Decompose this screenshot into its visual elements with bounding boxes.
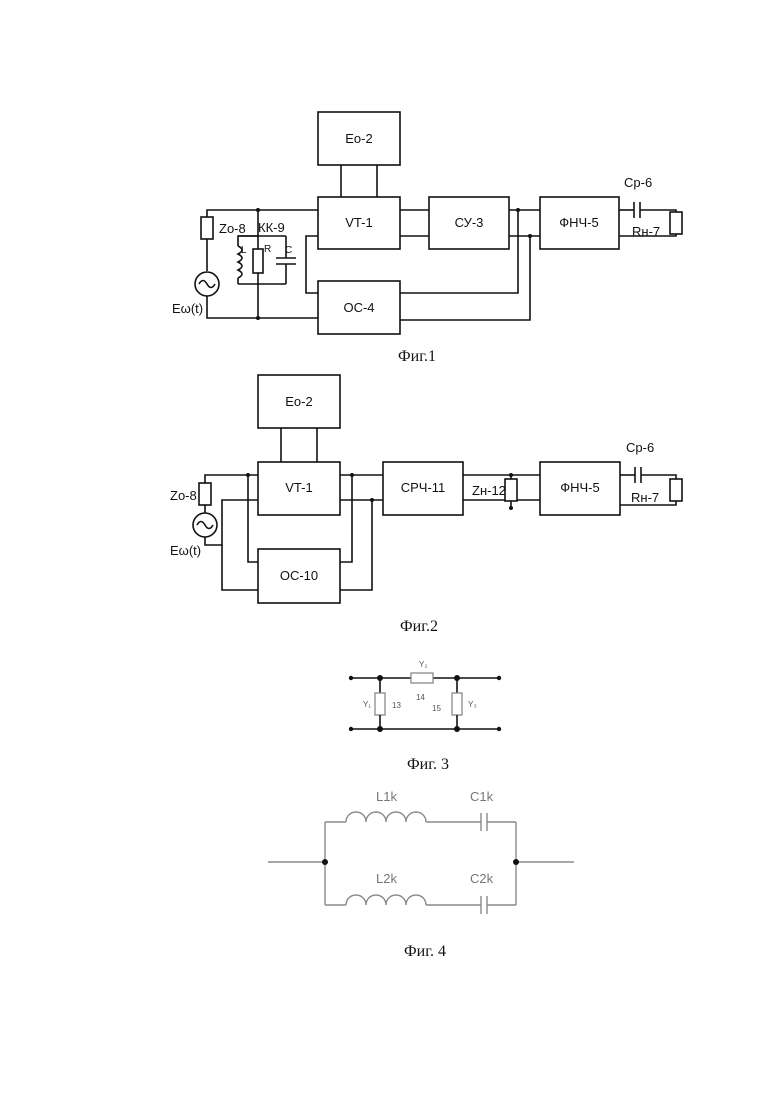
fig2-label-rn: Rн-7 xyxy=(631,490,659,505)
fig4-inductor-l1 xyxy=(346,812,426,822)
fig3-label-15: 15 xyxy=(432,704,441,713)
fig3-element-right xyxy=(452,693,462,715)
fig3-label-top: Y₂ xyxy=(419,660,427,669)
fig4-label-l1: L1k xyxy=(376,789,397,804)
fig2-resistor-rn xyxy=(670,479,682,501)
fig1-caption: Фиг.1 xyxy=(398,348,436,365)
fig2-label-vt: VT-1 xyxy=(285,480,312,495)
fig2-label-source: Eω(t) xyxy=(170,543,201,558)
fig3-caption: Фиг. 3 xyxy=(407,756,449,773)
fig2-label-z0: Zo-8 xyxy=(170,488,197,503)
fig4-label-l2: L2k xyxy=(376,871,397,886)
fig3-label-13: 13 xyxy=(392,701,401,710)
fig2-label-cp: Cр-6 xyxy=(626,440,654,455)
fig3-element-top xyxy=(411,673,433,683)
fig1-label-z0: Zo-8 xyxy=(219,221,246,236)
fig4-inductor-l2 xyxy=(346,895,426,905)
figure-4: L1k C1k L2k C2k Фиг. 4 xyxy=(268,789,574,960)
figure-1: Eo-2 VT-1 СУ-3 ФНЧ-5 ОС-4 xyxy=(172,112,682,365)
fig1-label-c: C xyxy=(285,245,292,256)
fig1-label-fnch: ФНЧ-5 xyxy=(559,215,599,230)
fig3-element-left xyxy=(375,693,385,715)
figure-3: Y₂ Y₁ Y₃ 13 14 15 Фиг. 3 xyxy=(349,660,501,773)
fig2-label-os: ОС-10 xyxy=(280,568,318,583)
fig4-label-c1: C1k xyxy=(470,789,494,804)
fig2-label-fnch: ФНЧ-5 xyxy=(560,480,600,495)
fig3-label-right: Y₃ xyxy=(468,700,477,709)
fig1-label-r: R xyxy=(264,244,271,255)
fig1-label-su: СУ-3 xyxy=(455,215,484,230)
fig1-label-rn: Rн-7 xyxy=(632,224,660,239)
fig4-caption: Фиг. 4 xyxy=(404,943,446,960)
fig3-label-14: 14 xyxy=(416,693,425,702)
fig4-label-c2: C2k xyxy=(470,871,494,886)
fig1-resistor-z0 xyxy=(201,217,213,239)
fig1-label-e0: Eo-2 xyxy=(345,131,372,146)
fig2-resistor-z0 xyxy=(199,483,211,505)
fig2-label-zn: Zн-12 xyxy=(472,483,506,498)
fig2-label-e0: Eo-2 xyxy=(285,394,312,409)
fig3-label-left: Y₁ xyxy=(363,700,371,709)
fig1-label-vt: VT-1 xyxy=(345,215,372,230)
fig1-label-cp: Cр-6 xyxy=(624,175,652,190)
fig1-label-os: ОС-4 xyxy=(343,300,374,315)
fig2-resistor-zn xyxy=(505,479,517,501)
fig1-label-kk: КК-9 xyxy=(258,220,285,235)
figure-2: Eo-2 VT-1 СРЧ-11 ФНЧ-5 ОС-10 xyxy=(170,375,682,635)
fig2-label-srch: СРЧ-11 xyxy=(401,480,446,495)
fig1-label-source: Eω(t) xyxy=(172,301,203,316)
fig2-caption: Фиг.2 xyxy=(400,618,438,635)
fig1-resistor-r xyxy=(253,249,263,273)
fig1-label-l: L xyxy=(241,245,247,256)
fig1-resistor-rn xyxy=(670,212,682,234)
